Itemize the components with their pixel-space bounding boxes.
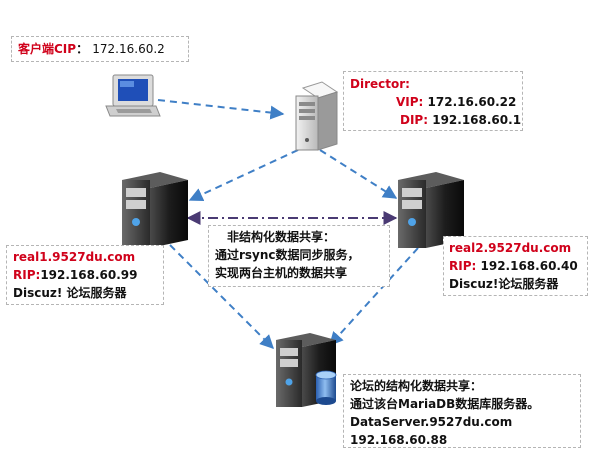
real2-rip-label: RIP: bbox=[449, 259, 477, 273]
database-server-icon bbox=[276, 333, 337, 407]
rsync-info-box: 非结构化数据共享： 通过rsync数据同步服务， 实现两台主机的数据共享 bbox=[208, 225, 390, 287]
db-host: DataServer.9527du.com bbox=[350, 415, 513, 429]
rsync-line2: 通过rsync数据同步服务， bbox=[215, 248, 360, 262]
real2-host: real2.9527du.com bbox=[449, 241, 572, 255]
arrow-director-real2 bbox=[319, 149, 398, 199]
real2-service: Discuz!论坛服务器 bbox=[449, 277, 559, 291]
real1-rip: 192.168.60.99 bbox=[40, 268, 138, 282]
db-title: 论坛的结构化数据共享： bbox=[350, 379, 483, 393]
client-info-box: 客户端CIP： 172.16.60.2 bbox=[11, 36, 189, 62]
client-label: 客户端CIP bbox=[18, 42, 77, 56]
director-dip: 192.168.60.1 bbox=[432, 113, 522, 127]
rsync-line3: 实现两台主机的数据共享 bbox=[215, 266, 348, 280]
real1-info-box: real1.9527du.com RIP:192.168.60.99 Discu… bbox=[6, 245, 164, 305]
client-computer-icon bbox=[105, 74, 161, 117]
arrow-real2-db bbox=[329, 247, 419, 347]
database-info-box: 论坛的结构化数据共享： 通过该台MariaDB数据库服务器。 DataServe… bbox=[343, 374, 581, 448]
real1-server-icon bbox=[122, 172, 188, 248]
real1-service: Discuz! 论坛服务器 bbox=[13, 286, 127, 300]
real2-info-box: real2.9527du.com RIP: 192.168.60.40 Disc… bbox=[443, 236, 588, 296]
real2-rip: 192.168.60.40 bbox=[480, 259, 578, 273]
director-server-icon bbox=[295, 81, 339, 151]
arrow-real1-db bbox=[169, 244, 274, 349]
arrow-director-real1 bbox=[188, 149, 299, 202]
director-vip: 172.16.60.22 bbox=[427, 95, 517, 109]
db-line2: 通过该台MariaDB数据库服务器。 bbox=[350, 397, 540, 411]
director-name: Director: bbox=[350, 77, 410, 91]
arrow-client-director bbox=[157, 99, 285, 120]
client-separator: ： bbox=[76, 42, 89, 56]
director-dip-label: DIP: bbox=[400, 113, 429, 127]
director-vip-label: VIP: bbox=[396, 95, 424, 109]
db-ip: 192.168.60.88 bbox=[350, 433, 448, 447]
real1-rip-label: RIP: bbox=[13, 268, 41, 282]
director-info-box: Director: VIP: 172.16.60.22 DIP: 192.168… bbox=[343, 71, 523, 131]
real1-host: real1.9527du.com bbox=[13, 250, 136, 264]
real2-server-icon bbox=[398, 172, 464, 248]
rsync-title: 非结构化数据共享： bbox=[227, 230, 336, 244]
client-ip: 172.16.60.2 bbox=[92, 42, 165, 56]
